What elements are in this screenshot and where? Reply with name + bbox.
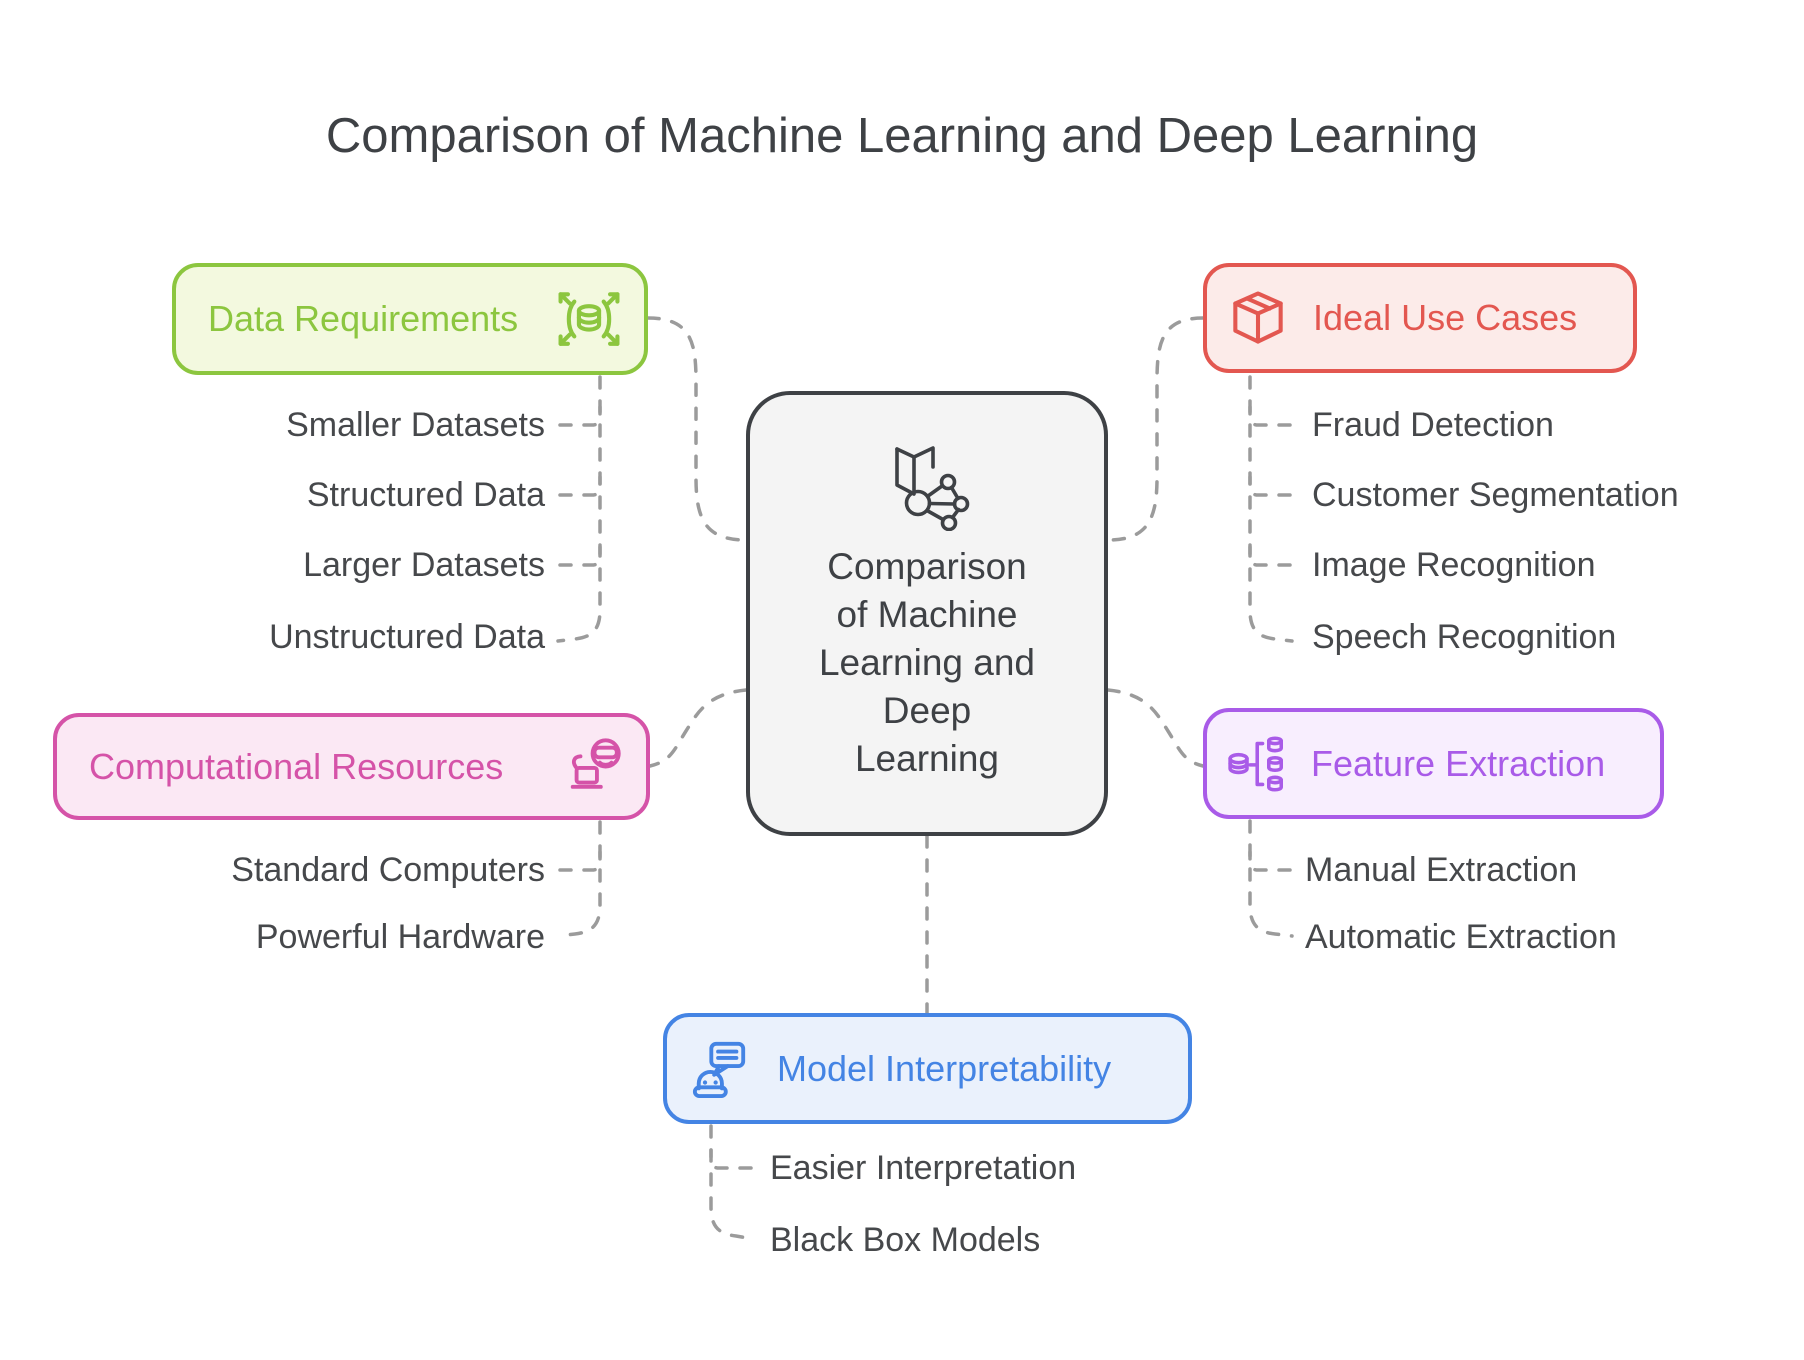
branch-label: Ideal Use Cases <box>1313 297 1578 338</box>
branch-feature-extraction[interactable]: Feature Extraction <box>1203 708 1664 819</box>
leaf-automatic-extraction[interactable]: Automatic Extraction <box>1305 918 1617 956</box>
branch-label: Data Requirements <box>208 298 519 339</box>
trunk-feature-extraction <box>1248 819 1294 938</box>
leaf-black-box-models[interactable]: Black Box Models <box>770 1221 1041 1259</box>
leaf-standard-computers[interactable]: Standard Computers <box>231 851 545 889</box>
leaf-manual-extraction[interactable]: Manual Extraction <box>1305 851 1578 889</box>
stub-smaller-datasets <box>558 405 602 427</box>
central-label-line: of Machine <box>836 594 1018 635</box>
trunk-data-requirements <box>556 375 602 643</box>
branch-label: Computational Resources <box>89 745 504 787</box>
book-network-icon <box>895 446 970 531</box>
leaf-image-recognition[interactable]: Image Recognition <box>1312 546 1596 584</box>
leaf-larger-datasets[interactable]: Larger Datasets <box>303 546 545 584</box>
leaf-structured-data[interactable]: Structured Data <box>306 476 545 514</box>
leaf-easier-interpretation[interactable]: Easier Interpretation <box>770 1149 1077 1187</box>
central-node[interactable]: Comparison of Machine Learning and Deep … <box>746 391 1108 836</box>
central-label-line: Learning and <box>818 642 1036 683</box>
link-center-feature-extraction <box>1106 688 1205 768</box>
leaf-powerful-hardware[interactable]: Powerful Hardware <box>255 918 545 956</box>
stub-manual-extraction <box>1248 850 1292 872</box>
diagram-title: Comparison of Machine Learning and Deep … <box>325 109 1479 163</box>
branch-data-requirements[interactable]: Data Requirements <box>172 263 648 375</box>
stub-fraud-detection <box>1248 405 1292 427</box>
robot-chat-icon <box>692 1041 746 1098</box>
laptop-vr-icon <box>570 737 621 789</box>
central-label-line: Learning <box>854 738 999 779</box>
cube-icon <box>1233 291 1283 344</box>
leaf-speech-recognition[interactable]: Speech Recognition <box>1312 618 1617 656</box>
branch-ideal-use-cases[interactable]: Ideal Use Cases <box>1203 263 1637 373</box>
stub-larger-datasets <box>558 545 602 567</box>
central-node-label: Comparison of Machine Learning and Deep … <box>819 543 1035 783</box>
branch-computational-resources[interactable]: Computational Resources <box>53 713 650 820</box>
trunk-ideal-use-cases <box>1248 375 1294 643</box>
link-center-data-requirements <box>646 316 748 542</box>
trunk-model-interpretability <box>709 1124 755 1241</box>
leaf-customer-segmentation[interactable]: Customer Segmentation <box>1312 476 1679 514</box>
branch-label: Feature Extraction <box>1311 742 1606 784</box>
stub-standard-computers <box>558 850 602 872</box>
database-expand-icon <box>558 292 620 346</box>
stub-image-recognition <box>1248 545 1292 567</box>
stub-customer-segmentation <box>1248 475 1292 497</box>
stub-structured-data <box>558 475 602 497</box>
leaf-unstructured-data[interactable]: Unstructured Data <box>269 618 545 656</box>
leaf-smaller-datasets[interactable]: Smaller Datasets <box>286 406 545 444</box>
branch-model-interpretability[interactable]: Model Interpretability <box>663 1013 1192 1124</box>
data-split-icon <box>1228 735 1283 792</box>
central-label-line: Comparison <box>827 546 1027 587</box>
branch-label: Model Interpretability <box>777 1047 1112 1089</box>
leaf-fraud-detection[interactable]: Fraud Detection <box>1312 406 1554 444</box>
central-label-line: Deep <box>882 690 972 731</box>
trunk-computational-resources <box>556 820 602 938</box>
stub-easier-interpretation <box>709 1148 753 1170</box>
link-center-ideal-use-cases <box>1106 316 1205 542</box>
link-center-computational-resources <box>648 688 748 768</box>
